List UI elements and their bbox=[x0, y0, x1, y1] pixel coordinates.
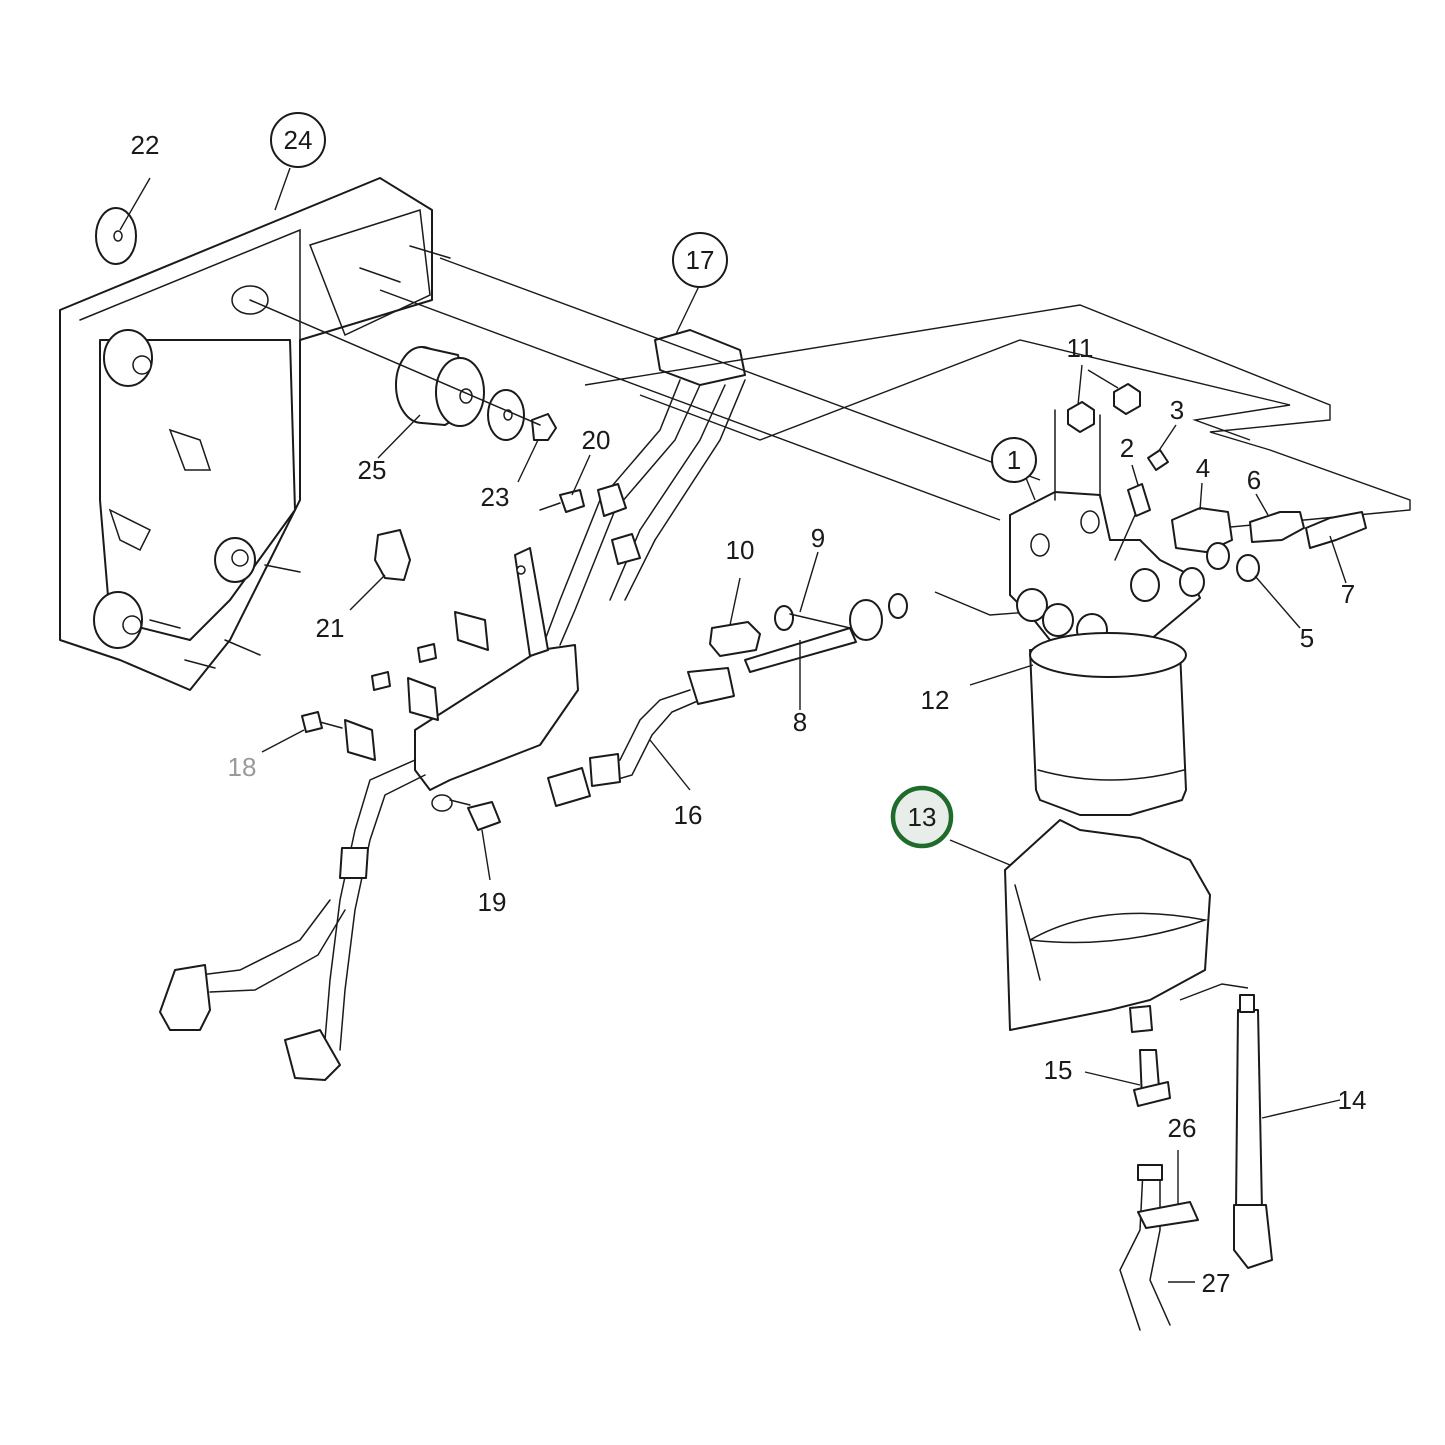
washer-5 bbox=[1206, 542, 1260, 582]
callout-22[interactable]: 22 bbox=[131, 130, 160, 160]
bolt-19 bbox=[449, 799, 501, 831]
fuel-hose-16 bbox=[547, 667, 735, 807]
callout-13[interactable]: 13 bbox=[908, 802, 937, 832]
callout-23[interactable]: 23 bbox=[481, 482, 510, 512]
callout-12[interactable]: 12 bbox=[921, 685, 950, 715]
assembly-guide-lines bbox=[379, 257, 1411, 1010]
bowl-13 bbox=[1004, 819, 1211, 1033]
fitting-7 bbox=[1305, 511, 1367, 549]
callout-ring-17 bbox=[672, 232, 728, 288]
pipe-bracket bbox=[344, 547, 579, 812]
union-8 bbox=[744, 599, 883, 673]
callout-ring-13-highlight bbox=[890, 785, 954, 849]
callout-19[interactable]: 19 bbox=[478, 887, 507, 917]
callout-24[interactable]: 24 bbox=[284, 125, 313, 155]
rubber-mount-25 bbox=[249, 299, 557, 441]
probe-14 bbox=[1233, 994, 1273, 1269]
bolt-20 bbox=[539, 489, 585, 513]
callout-labels: 22 24 17 1 11 2 3 4 6 7 5 10 9 8 12 20 2… bbox=[131, 112, 1367, 1298]
callout-6[interactable]: 6 bbox=[1247, 465, 1261, 495]
callout-7[interactable]: 7 bbox=[1341, 579, 1355, 609]
mounting-plate-assembly bbox=[59, 177, 451, 691]
drain-hose-27 bbox=[1119, 1164, 1171, 1331]
callout-ring-24 bbox=[270, 112, 326, 168]
callout-2[interactable]: 2 bbox=[1120, 433, 1134, 463]
cap-3 bbox=[1147, 449, 1169, 471]
callout-18[interactable]: 18 bbox=[228, 752, 257, 782]
callout-27[interactable]: 27 bbox=[1202, 1268, 1231, 1298]
supply-return-pipes bbox=[159, 759, 426, 1081]
drain-valve-15 bbox=[1133, 1049, 1171, 1107]
callout-ring-1 bbox=[991, 437, 1037, 483]
callout-21[interactable]: 21 bbox=[316, 613, 345, 643]
callout-leaders bbox=[119, 167, 1347, 1283]
washer-9 bbox=[774, 593, 908, 631]
callout-20[interactable]: 20 bbox=[582, 425, 611, 455]
callout-11[interactable]: 11 bbox=[1067, 333, 1094, 363]
callout-26[interactable]: 26 bbox=[1168, 1113, 1197, 1143]
clip-21 bbox=[374, 529, 411, 581]
callout-4[interactable]: 4 bbox=[1196, 453, 1210, 483]
fuel-lines-17 bbox=[544, 329, 746, 646]
fitting-6 bbox=[1249, 511, 1305, 543]
callout-16[interactable]: 16 bbox=[674, 800, 703, 830]
hose-clamp-26 bbox=[1137, 1201, 1199, 1229]
callout-9[interactable]: 9 bbox=[811, 523, 825, 553]
callout-14[interactable]: 14 bbox=[1338, 1085, 1367, 1115]
callout-3[interactable]: 3 bbox=[1170, 395, 1184, 425]
callout-8[interactable]: 8 bbox=[793, 707, 807, 737]
bolt-18 bbox=[301, 711, 343, 733]
extra-bolts bbox=[371, 643, 437, 691]
callout-17[interactable]: 17 bbox=[686, 245, 715, 275]
callout-25[interactable]: 25 bbox=[358, 455, 387, 485]
nut-11 bbox=[1067, 383, 1141, 433]
filter-element-12 bbox=[1029, 632, 1187, 816]
banjo-bolt-10 bbox=[709, 621, 761, 657]
washer-22 bbox=[95, 207, 137, 265]
callout-15[interactable]: 15 bbox=[1044, 1055, 1073, 1085]
bleed-screw-2 bbox=[1127, 483, 1151, 517]
callout-10[interactable]: 10 bbox=[726, 535, 755, 565]
callout-1[interactable]: 1 bbox=[1007, 445, 1021, 475]
callout-5[interactable]: 5 bbox=[1300, 623, 1314, 653]
